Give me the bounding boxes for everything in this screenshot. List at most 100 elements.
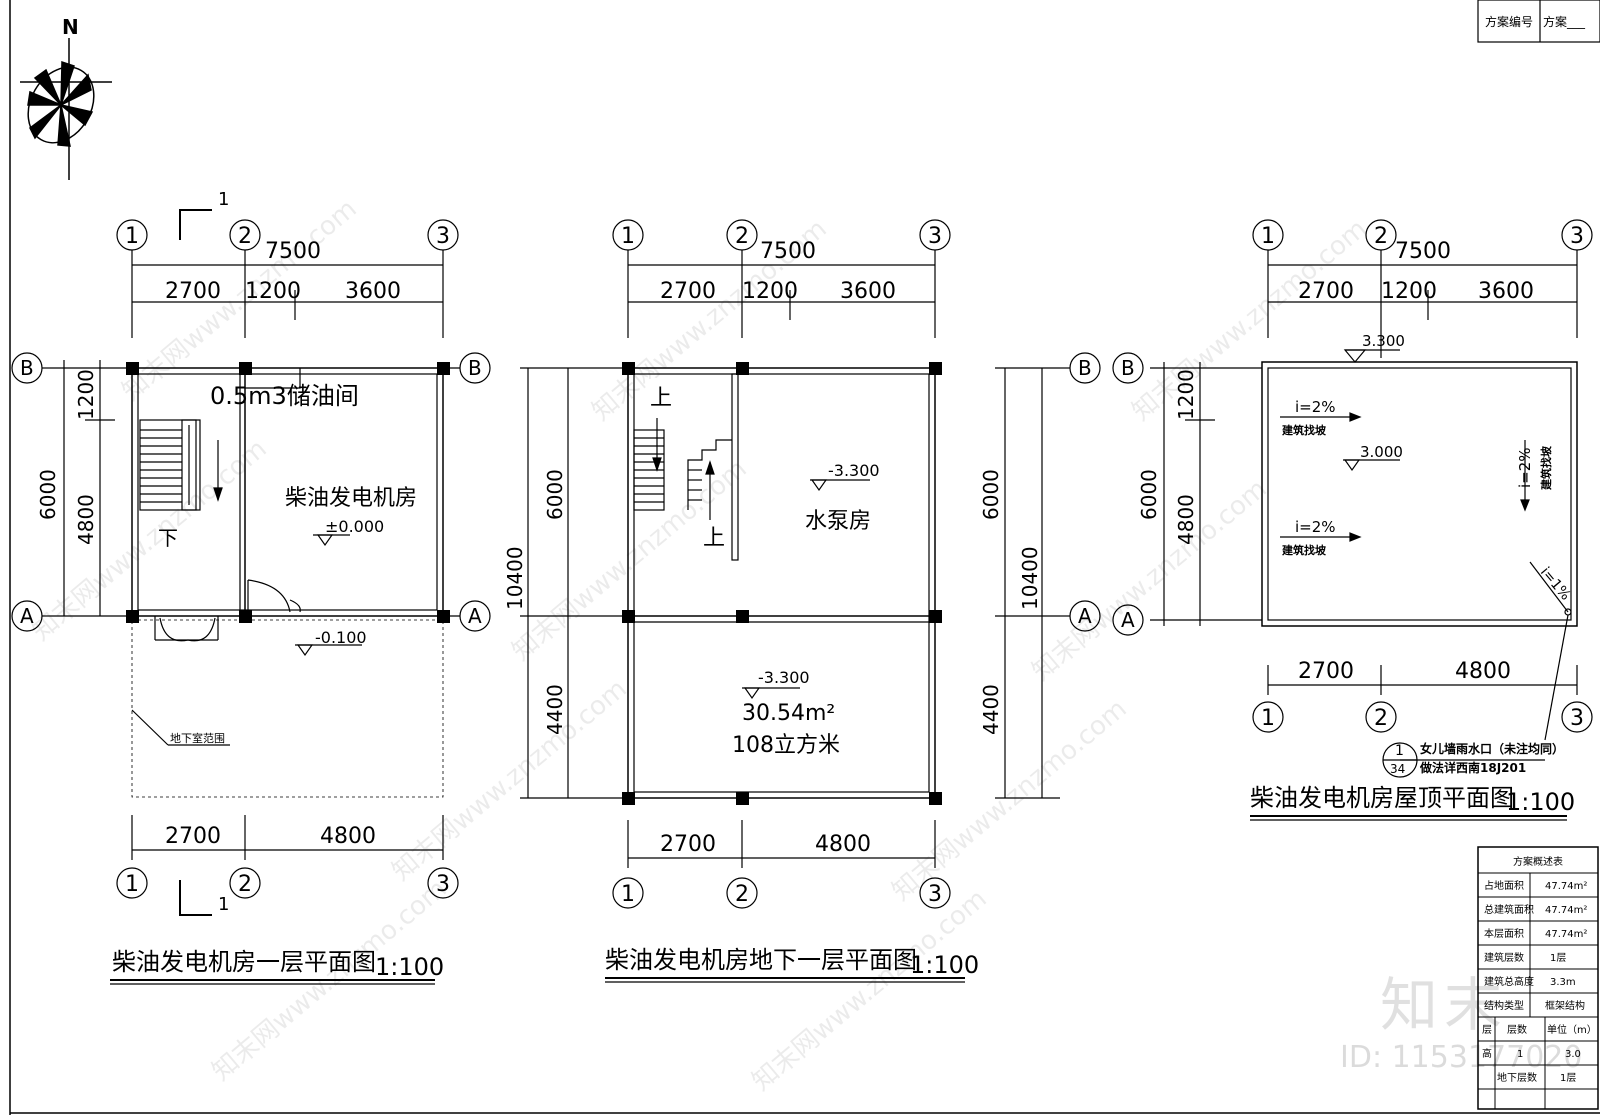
dim-4800-b: 4800: [320, 824, 376, 849]
r-dim-1200: 1200: [1381, 279, 1437, 304]
summary-basement-label: 地下层数: [1497, 1071, 1537, 1084]
r-dim-2700: 2700: [1298, 279, 1354, 304]
drain-ref: 做法详西南18J201: [1419, 760, 1526, 775]
dim-total: 7500: [265, 239, 321, 264]
slope-bottom: i=2%: [1295, 518, 1336, 536]
scheme-no-label: 方案编号: [1485, 14, 1533, 29]
title-block: [1477, 0, 1600, 43]
summary-r2-value: 47.74m²: [1545, 905, 1587, 916]
b-dim-total: 7500: [760, 239, 816, 264]
b-dim-6000-r: 6000: [979, 469, 1003, 520]
plan2-title: 柴油发电机房地下一层平面图: [605, 946, 917, 974]
summary-height-label: 高: [1482, 1047, 1492, 1060]
tank-volume: 108立方米: [732, 733, 840, 758]
summary-r1-label: 占地面积: [1484, 879, 1524, 892]
summary-r4-value: 1层: [1550, 952, 1566, 964]
r-grid-b: B: [1121, 356, 1135, 380]
columns-plan2: [622, 362, 942, 805]
plan-roof: [1112, 219, 1593, 821]
dim-2700-b: 2700: [165, 824, 221, 849]
summary-r6-label: 结构类型: [1484, 999, 1524, 1012]
elev-pump: -3.300: [828, 461, 880, 480]
detail-number: 1: [1395, 743, 1404, 759]
r-dim-4800-b: 4800: [1455, 659, 1511, 684]
summary-r6-value: 框架结构: [1545, 999, 1585, 1012]
summary-r3-label: 本层面积: [1484, 927, 1524, 940]
dim-3600: 3600: [345, 279, 401, 304]
room-label: 柴油发电机房: [285, 486, 417, 511]
b-grid-3-top: 3: [928, 224, 942, 249]
summary-r5-label: 建筑总高度: [1484, 975, 1534, 988]
basement-range-label: 地下室范围: [170, 731, 225, 745]
b-dim-2700-b: 2700: [660, 832, 716, 857]
b-dim-1200: 1200: [742, 279, 798, 304]
elev-zero: ±0.000: [325, 517, 384, 536]
pump-room-label: 水泵房: [805, 509, 871, 534]
section-mark-bottom: 1: [218, 894, 229, 915]
plan-ground-floor: [11, 209, 491, 985]
b-dim-4400-r: 4400: [979, 684, 1003, 735]
plan1-title: 柴油发电机房一层平面图: [112, 948, 376, 976]
r-dim-1200-v: 1200: [1174, 369, 1198, 420]
b-grid-1-top: 1: [621, 224, 635, 249]
r-dim-3600: 3600: [1478, 279, 1534, 304]
r-grid-a: A: [1121, 608, 1135, 632]
dim-1200: 1200: [245, 279, 301, 304]
plan2-scale: 1:100: [910, 951, 979, 979]
elev-outdoor: -0.100: [315, 628, 367, 647]
slope-note-top: 建筑找坡: [1282, 423, 1327, 437]
b-dim-6000-l: 6000: [543, 469, 567, 520]
plan3-title: 柴油发电机房屋顶平面图: [1250, 784, 1514, 812]
plan-basement: [520, 219, 1101, 983]
grid-2-top: 2: [238, 224, 252, 249]
b-grid-1-bottom: 1: [621, 882, 635, 907]
summary-r1-value: 47.74m²: [1545, 881, 1587, 892]
b-grid-a-right: A: [1078, 604, 1092, 628]
b-dim-4800-b: 4800: [815, 832, 871, 857]
slope-note-bottom: 建筑找坡: [1282, 543, 1327, 557]
grid-a-right: A: [468, 604, 482, 628]
drawing-id: ID: 1153177020: [1340, 1040, 1583, 1075]
r-dim-4800-v: 4800: [1174, 494, 1198, 545]
dim-4800-v: 4800: [74, 494, 98, 545]
r-dim-6000: 6000: [1137, 469, 1161, 520]
dim-2700: 2700: [165, 279, 221, 304]
plan1-scale: 1:100: [375, 953, 444, 981]
dim-1200-v: 1200: [74, 369, 98, 420]
detail-sheet: 34: [1390, 762, 1405, 776]
summary-h1: 层: [1482, 1024, 1492, 1036]
north-arrow: [20, 38, 112, 180]
grid-a-left: A: [20, 604, 34, 628]
slope-corner: i=1%: [1537, 564, 1574, 603]
summary-height-floors: 1: [1517, 1049, 1523, 1060]
summary-r3-value: 47.74m²: [1545, 929, 1587, 940]
elev-tank: -3.300: [758, 668, 810, 687]
roof-elev: 3.000: [1360, 443, 1403, 461]
summary-table: [1477, 846, 1599, 1110]
north-label: N: [62, 15, 79, 39]
summary-h2: 层数: [1507, 1023, 1527, 1036]
stair-down-label: 下: [158, 526, 178, 550]
r-grid-1-bottom: 1: [1261, 706, 1275, 731]
r-grid-3-top: 3: [1570, 224, 1584, 249]
drain-note: 女儿墙雨水口（未注均同）: [1420, 741, 1564, 756]
b-grid-b-right: B: [1078, 356, 1092, 380]
slope-right: i=2%: [1516, 447, 1534, 488]
grid-1-top: 1: [125, 224, 139, 249]
scheme-label: 方案___: [1543, 14, 1586, 29]
summary-r4-label: 建筑层数: [1484, 951, 1524, 964]
tank-area: 30.54m²: [742, 701, 835, 726]
r-grid-1-top: 1: [1261, 224, 1275, 249]
summary-height-value: 3.0: [1565, 1049, 1581, 1060]
r-grid-3-bottom: 3: [1570, 706, 1584, 731]
storage-label: 0.5m3储油间: [210, 382, 359, 410]
columns-plan1: [126, 362, 450, 623]
b-dim-2700: 2700: [660, 279, 716, 304]
plan3-scale: 1:100: [1506, 788, 1575, 816]
brand-logo: 知末: [1380, 971, 1509, 1039]
grid-3-top: 3: [436, 224, 450, 249]
b-dim-4400-l: 4400: [543, 684, 567, 735]
r-dim-2700-b: 2700: [1298, 659, 1354, 684]
b-dim-10400-l: 10400: [503, 546, 527, 610]
